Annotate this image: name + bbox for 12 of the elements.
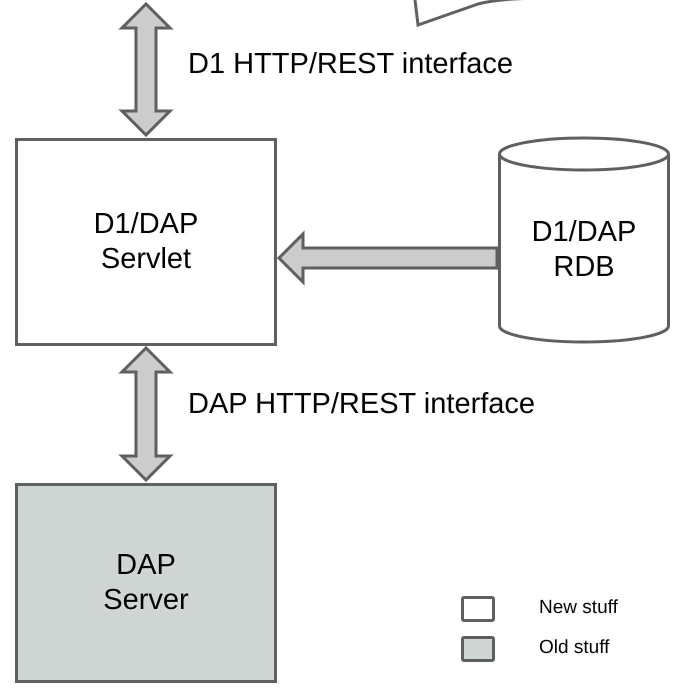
node-label: D1/DAP Servlet [92,207,200,277]
double-block-arrow [118,346,174,482]
legend-label: New stuff [539,597,618,619]
double-block-arrow [118,2,174,138]
node-label: D1/DAP RDB [530,215,638,285]
node-label: DAP Server [102,548,190,618]
interface-label: D1 HTTP/REST interface [188,48,514,81]
process-box [15,138,277,346]
process-box [15,483,277,683]
legend-label: Old stuff [539,637,610,659]
interface-label: DAP HTTP/REST interface [188,388,536,421]
block-arrow [276,230,498,286]
